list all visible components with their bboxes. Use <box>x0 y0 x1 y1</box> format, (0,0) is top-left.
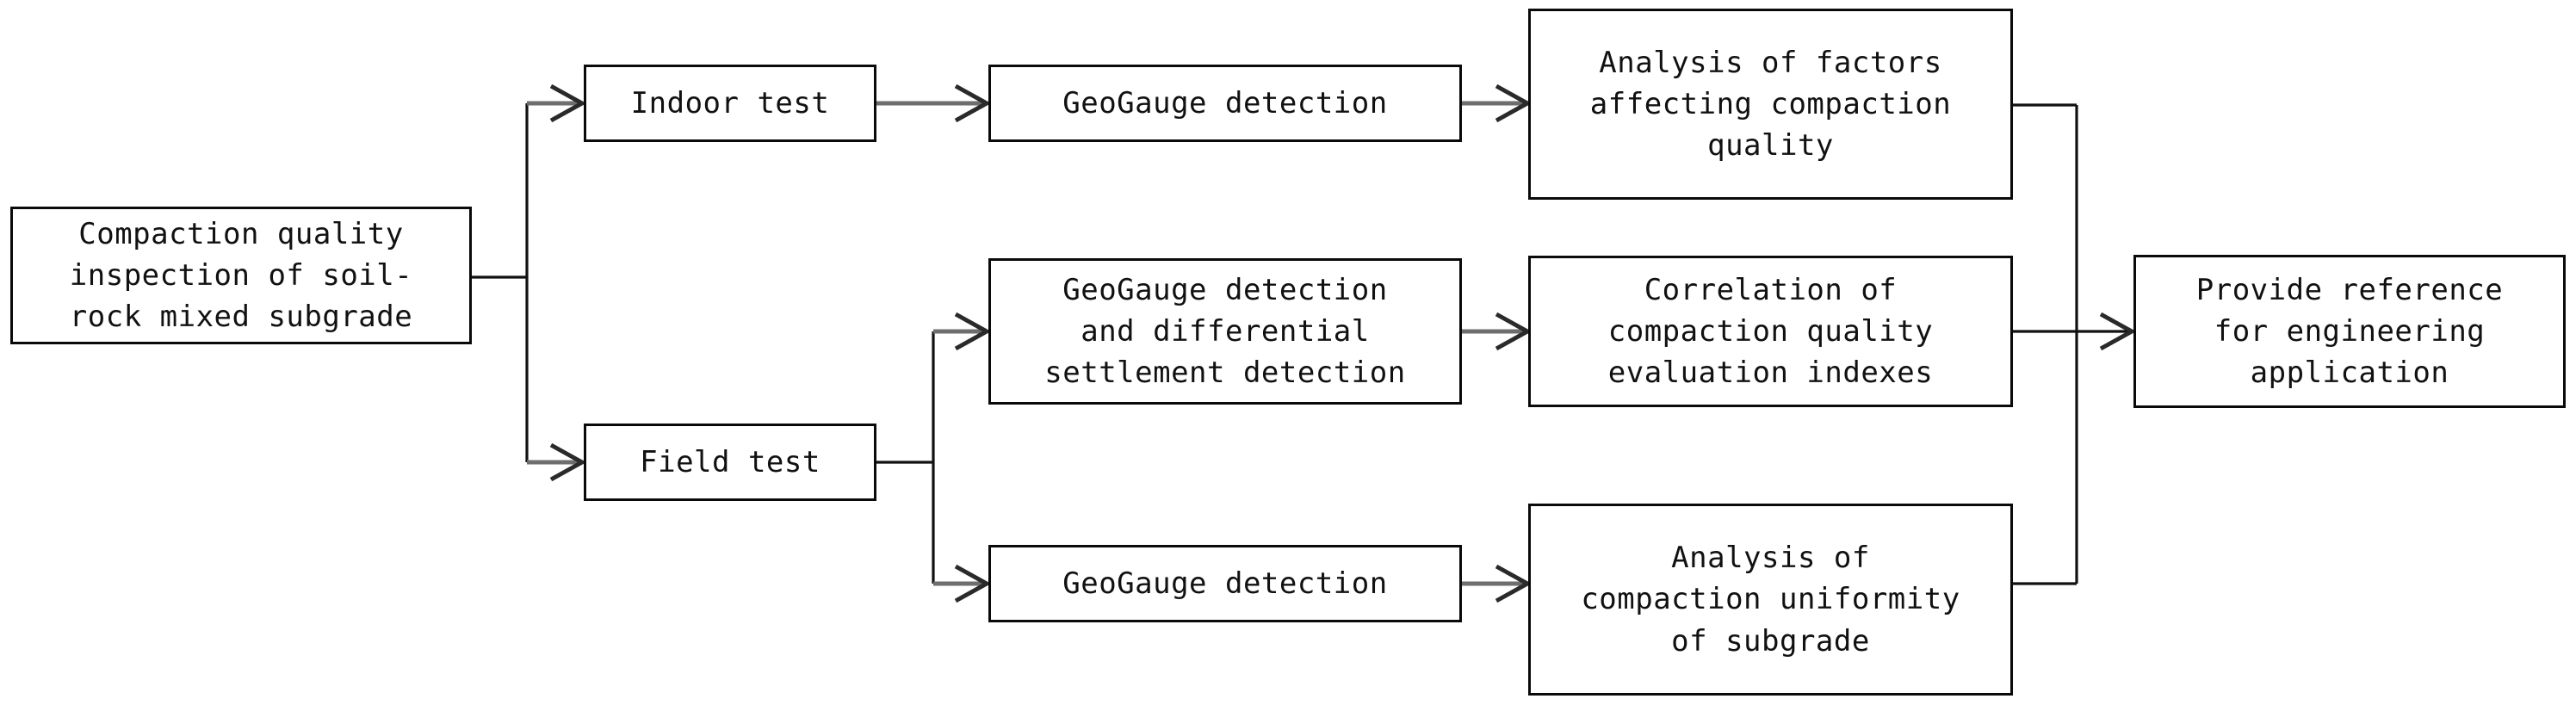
edge-field-test-to-geogauge <box>933 564 992 603</box>
node-geogauge-and-differential-settlement-detection[interactable]: GeoGauge detection and differential sett… <box>988 258 1462 405</box>
node-provide-reference-for-engineering-application[interactable]: Provide reference for engineering applic… <box>2133 255 2566 408</box>
node-analysis-of-factors-affecting-compaction-quality[interactable]: Analysis of factors affecting compaction… <box>1528 9 2013 200</box>
edge-start-to-indoor-test <box>527 83 587 123</box>
edge-field-test-to-branches <box>876 331 935 584</box>
node-analysis-of-compaction-uniformity-of-subgrade[interactable]: Analysis of compaction uniformity of sub… <box>1528 504 2013 696</box>
edge-merge-to-reference <box>2013 103 2137 585</box>
node-start[interactable]: Compaction quality inspection of soil- r… <box>10 207 472 344</box>
node-indoor-test[interactable]: Indoor test <box>584 65 876 142</box>
edge-field-test-to-geogauge-settlement <box>933 312 992 351</box>
node-field-test[interactable]: Field test <box>584 424 876 501</box>
node-correlation-of-compaction-quality-evaluation-indexes[interactable]: Correlation of compaction quality evalua… <box>1528 256 2013 407</box>
edge-field-geogauge-to-uniformity <box>1462 564 1533 603</box>
node-field-geogauge-detection[interactable]: GeoGauge detection <box>988 545 1462 622</box>
edge-indoor-geogauge-to-factors <box>1462 83 1533 123</box>
node-indoor-geogauge-detection[interactable]: GeoGauge detection <box>988 65 1462 142</box>
edge-start-to-field-test <box>527 442 587 482</box>
edge-indoor-test-to-geogauge <box>876 83 992 123</box>
edge-start-to-branches <box>472 103 529 462</box>
edge-geogauge-settlement-to-correlation <box>1462 312 1533 351</box>
